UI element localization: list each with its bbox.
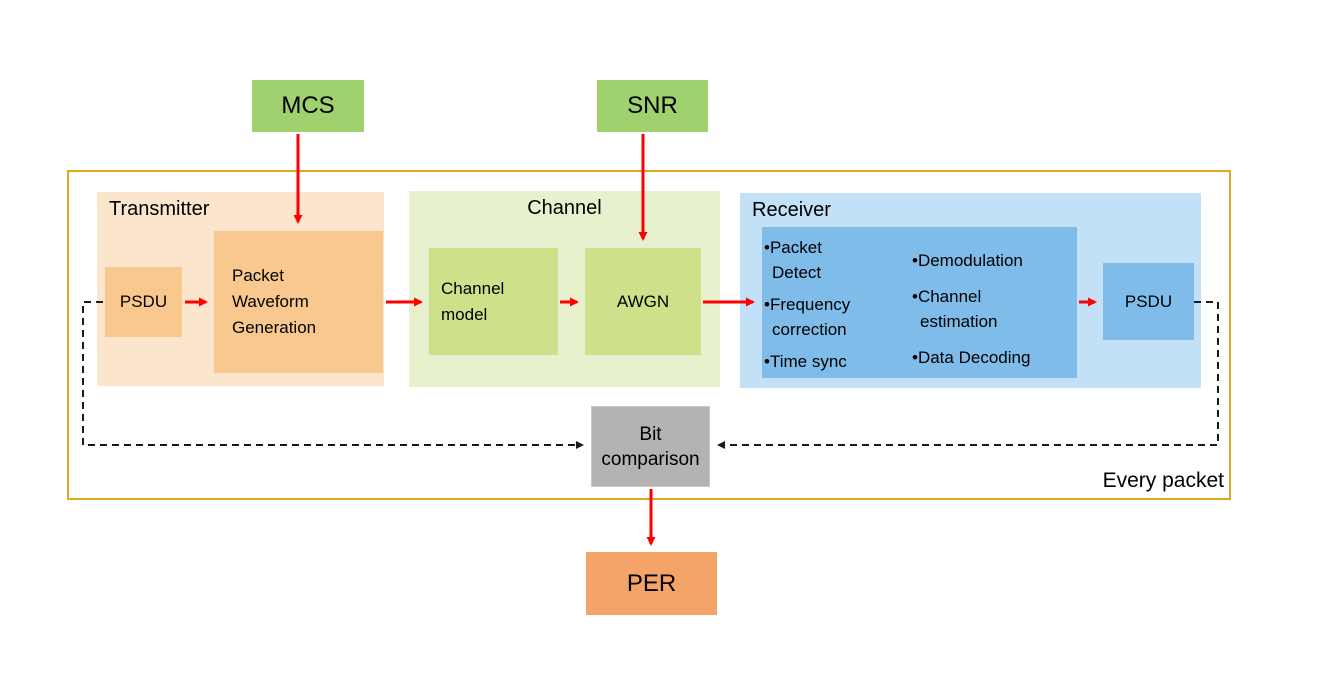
channel-title: Channel [527, 197, 602, 219]
receiver-steps-column-2: •Demodulation •Channel estimation •Data De… [912, 227, 1057, 381]
awgn-box: AWGN [585, 248, 701, 355]
channel-panel: Channel Channel model AWGN [409, 191, 720, 387]
snr-input-box: SNR [597, 80, 708, 132]
receiver-step: •Channel estimation [912, 287, 998, 331]
every-packet-frame [67, 170, 1231, 500]
per-output-box: PER [586, 552, 717, 615]
every-packet-label: Every packet [1102, 469, 1224, 492]
bit-comparison-box: Bit comparison [591, 406, 710, 487]
receiver-title: Receiver [752, 199, 831, 221]
receiver-step: •Time sync [764, 352, 847, 371]
transmitter-title: Transmitter [109, 198, 210, 220]
channel-model-box: Channel model [429, 248, 558, 355]
receiver-step: •Frequency correction [764, 295, 851, 339]
rx-psdu-label: PSDU [1124, 291, 1173, 311]
rx-psdu-box: PSDU [1103, 263, 1194, 340]
per-label: PER [626, 569, 677, 597]
packet-waveform-generation-box: Packet Waveform Generation [214, 231, 383, 373]
receiver-panel: Receiver •Packet Detect •Frequency correc… [740, 193, 1201, 388]
snr-label: SNR [627, 92, 678, 119]
receiver-processing-box: •Packet Detect •Frequency correction •Time… [762, 227, 1077, 378]
tx-psdu-box: PSDU [105, 267, 182, 337]
transmitter-panel: Transmitter PSDU Packet Waveform Generat… [97, 192, 384, 386]
mcs-input-box: MCS [252, 80, 364, 132]
receiver-step: •Packet Detect [764, 238, 822, 282]
receiver-step: •Data Decoding [912, 348, 1031, 367]
mcs-label: MCS [281, 92, 335, 119]
tx-psdu-label: PSDU [119, 292, 168, 311]
receiver-steps-column-1: •Packet Detect •Frequency correction •Time… [764, 227, 869, 381]
receiver-step: •Demodulation [912, 251, 1023, 270]
